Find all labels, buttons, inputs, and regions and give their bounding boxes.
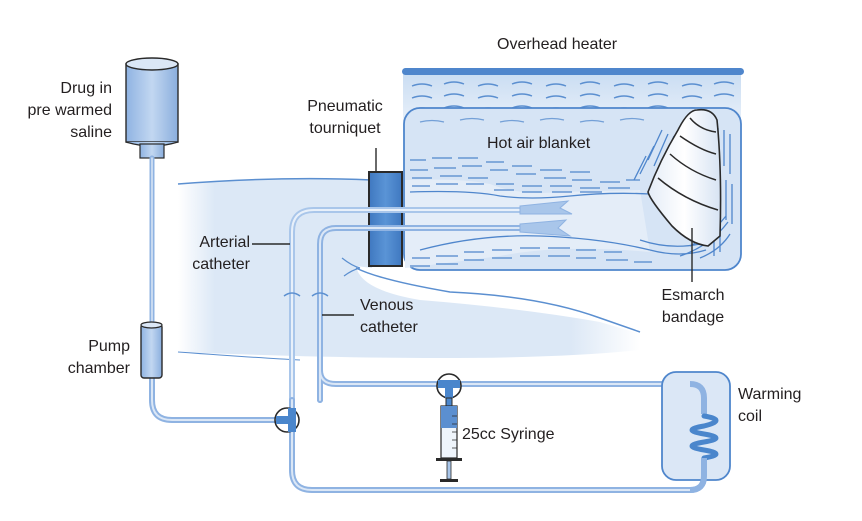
drug-label-line1: Drug in [60,80,112,97]
esmarch-label-line1: Esmarch [661,287,725,304]
pump-label: Pump chamber [30,336,130,380]
overhead-heater-label: Overhead heater [497,36,618,53]
drug-line [149,155,283,423]
venous-catheter-tube [317,225,523,403]
pump-label-line2: chamber [67,360,130,377]
drug-reservoir [125,57,179,159]
insertion-marks [283,292,329,297]
warming-coil-label: Warming coil [738,384,801,428]
pump-chamber [140,321,163,379]
venous-label-line2: catheter [360,319,418,336]
groin-crease [341,257,361,277]
drug-label: Drug in pre warmed saline [0,78,112,144]
vessel-branches [519,200,573,237]
esmarch-label-line2: bandage [661,309,725,326]
hot-air-blanket-label: Hot air blanket [487,135,591,152]
limb-upper-outline [177,177,373,185]
drug-label-line2: pre warmed [27,102,112,119]
warming-coil-label-line2: coil [738,408,763,425]
warming-coil-label-line1: Warming [738,386,802,403]
three-way-stopcock-syringe [436,373,462,399]
tourniquet-label: Pneumatic tourniquet [290,96,400,140]
pneumatic-tourniquet [368,171,403,267]
esmarch-bandage-label: Esmarch bandage [648,285,738,329]
warming-coil [661,371,731,493]
three-way-stopcock-left [274,407,300,433]
limb-lower-outline [355,267,641,333]
syringe-label: 25cc Syringe [462,426,555,443]
venous-catheter-label: Venous catheter [360,295,418,339]
pump-label-line1: Pump [88,338,130,355]
arterial-label-line2: catheter [192,256,250,273]
arterial-label-line1: Arterial [199,234,250,251]
syringe [436,397,462,482]
esmarch-bandage [647,108,722,247]
tourniquet-label-line1: Pneumatic [307,98,383,115]
venous-label-line1: Venous [360,297,414,314]
drug-label-line3: saline [70,124,112,141]
arterial-catheter-label: Arterial catheter [160,232,250,276]
arterial-catheter-tube [289,207,523,403]
leader-lines [252,148,693,316]
tourniquet-label-line2: tourniquet [309,120,381,137]
